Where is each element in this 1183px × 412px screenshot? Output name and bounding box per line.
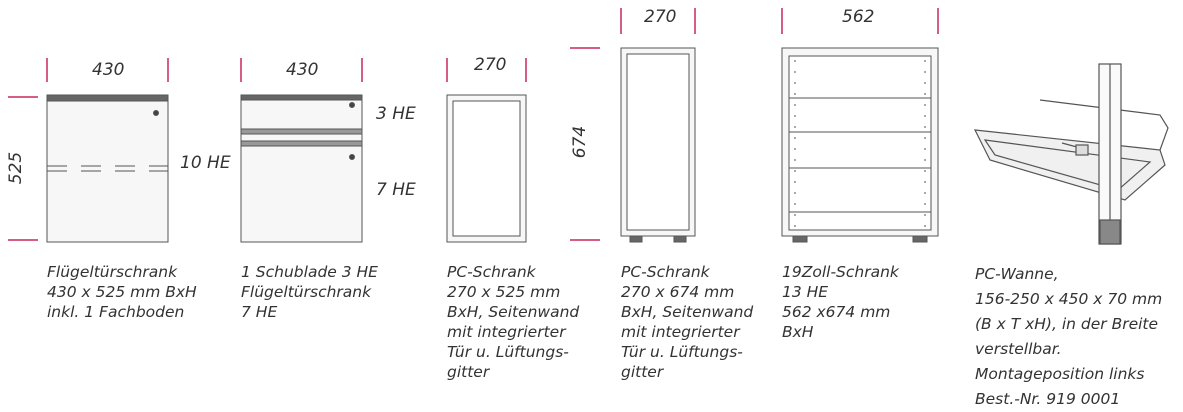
pc-cabinet-2-drawing (620, 47, 696, 243)
dimension-markers (8, 8, 939, 241)
dim-height-1: 525 (6, 151, 27, 185)
dim-width-4: 270 (644, 7, 677, 27)
pc-cabinet-1-drawing (446, 94, 527, 243)
caption-1: Flügeltürschrank 430 x 525 mm BxH inkl. … (47, 263, 197, 321)
he-top-2: 3 HE (376, 104, 416, 124)
cabinet-1-drawing (46, 94, 169, 243)
cabinet-2-drawing (240, 94, 363, 243)
dim-width-3: 270 (474, 55, 507, 75)
caption-4: PC-Schrank 270 x 674 mm BxH, Seitenwand … (621, 263, 754, 381)
caption-2: 1 Schublade 3 HE Flügeltürschrank 7 HE (241, 263, 378, 321)
caption-3: PC-Schrank 270 x 525 mm BxH, Seitenwand … (447, 263, 580, 381)
he-bottom-2: 7 HE (376, 180, 416, 200)
rack-cabinet-drawing (781, 47, 939, 243)
dim-width-1: 430 (92, 60, 125, 80)
dim-height-4: 674 (570, 125, 591, 159)
caption-5: 19Zoll-Schrank 13 HE 562 x674 mm BxH (782, 263, 899, 341)
pc-tray-drawing (973, 63, 1169, 245)
dim-width-5: 562 (842, 7, 875, 27)
caption-6: PC-Wanne, 156-250 x 450 x 70 mm (B x T x… (975, 265, 1163, 408)
he-label-1: 10 HE (180, 153, 231, 173)
dim-width-2: 430 (286, 60, 319, 80)
furniture-drawings (8, 8, 1169, 245)
